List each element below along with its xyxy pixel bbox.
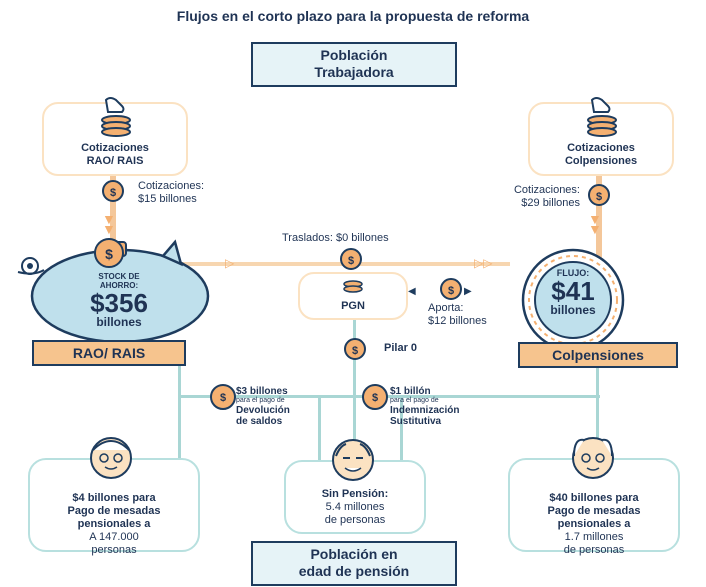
right-pension-line2: Pago de mesadas	[547, 505, 641, 517]
diagram-title: Flujos en el corto plazo para la propues…	[176, 8, 530, 24]
flujo-unit: billones	[550, 303, 596, 317]
devolucion-line1: Devolución	[236, 405, 290, 416]
left-pension-line1: $4 billones para	[72, 492, 156, 504]
poblacion-pension-box: Población en edad de pensión	[251, 541, 457, 586]
right-arrow-icon: ▷	[225, 256, 235, 270]
aporta-label: Aporta: $12 billones	[428, 302, 487, 328]
hand-coins-icon	[101, 97, 131, 137]
aporta-line1: Aporta:	[428, 302, 464, 314]
piggy-text: STOCK DE AHORRO: $356 billones	[64, 272, 174, 329]
devolucion-line2: de saldos	[236, 416, 283, 427]
elderly-face-icon	[90, 437, 132, 479]
coin-icon: $	[344, 338, 366, 360]
connector-right-h	[355, 395, 600, 398]
piggy-unit: billones	[96, 315, 142, 329]
connector-rao-down	[178, 364, 181, 464]
right-arrow-icon: ▶	[464, 286, 472, 297]
right-card-line1: Cotizaciones	[567, 142, 635, 154]
cotizaciones-rao-card: Cotizaciones RAO/ RAIS	[42, 97, 188, 176]
rao-rais-bar: RAO/ RAIS	[32, 340, 186, 366]
flujo-text: FLUJO: $41 billones	[528, 268, 618, 317]
cotizaciones-colpensiones-card: Cotizaciones Colpensiones	[528, 97, 674, 176]
coin-icon: $	[102, 180, 124, 202]
piggy-line1: STOCK DE	[98, 272, 140, 281]
coin-icon: $	[340, 248, 362, 270]
right-pension-line4: 1.7 millones	[564, 531, 624, 543]
right-flow-line1: Cotizaciones:	[513, 184, 580, 196]
coin-icon: $	[362, 384, 388, 410]
elderly-face-icon	[572, 437, 614, 479]
traslados-label: Traslados: $0 billones	[282, 232, 389, 244]
poblacion-trabajadora-box: Población Trabajadora	[251, 42, 457, 87]
mid-pension-line1: Sin Pensión:	[321, 488, 389, 500]
right-card-line2: Colpensiones	[564, 155, 638, 167]
left-pension-line3: pensionales a	[77, 518, 151, 530]
aporta-line2: $12 billones	[428, 315, 487, 327]
connector-left-top	[110, 172, 116, 260]
left-pension-line2: Pago de mesadas	[67, 505, 161, 517]
connector-colp-down	[596, 364, 599, 464]
piggy-line2: AHORRO:	[99, 281, 139, 290]
indemnizacion-small: para el pago de	[390, 397, 439, 404]
flujo-label: FLUJO:	[556, 268, 590, 278]
indemnizacion-line1: Indemnización	[390, 405, 460, 416]
right-pension-line3: pensionales a	[557, 518, 631, 530]
bottom-box-line1: Población en	[310, 546, 398, 562]
top-box-line2: Trabajadora	[314, 64, 394, 80]
connector-right-top	[596, 172, 602, 262]
pgn-card: PGN	[298, 272, 408, 320]
piggy-amount: $356	[90, 288, 148, 318]
indemnizacion-label: $1 billón para el pago de Indemnización …	[390, 386, 500, 427]
connector-devolucion-down	[318, 397, 321, 462]
left-flow-line2: $15 billones	[138, 193, 197, 205]
right-pension-line1: $40 billones para	[549, 492, 639, 504]
hand-coins-icon	[587, 97, 617, 137]
down-arrow-icon: ▼▼	[102, 211, 116, 237]
coin-icon: $	[588, 184, 610, 206]
left-flow-line1: Cotizaciones:	[138, 180, 205, 192]
right-flow-label: Cotizaciones: $29 billones	[484, 184, 580, 210]
left-pension-line5: personas	[91, 544, 137, 556]
right-flow-line2: $29 billones	[521, 197, 580, 209]
connector-left-h	[178, 395, 355, 398]
down-arrow-icon: ▼▼	[588, 211, 602, 237]
devolucion-amount: $3 billones	[236, 386, 288, 397]
devolucion-label: $3 billones para el pago de Devolución d…	[236, 386, 336, 427]
coin-icon: $	[210, 384, 236, 410]
connector-center-down	[353, 315, 356, 465]
devolucion-small: para el pago de	[236, 397, 285, 404]
pilar-label: Pilar 0	[384, 342, 418, 354]
left-arrow-icon: ◀	[408, 286, 416, 297]
elderly-face-icon	[332, 439, 374, 481]
connector-traslados	[150, 262, 510, 266]
mid-pension-line3: de personas	[324, 514, 386, 526]
connector-indemnizacion-down	[400, 397, 403, 462]
mid-pension-line2: 5.4 millones	[325, 501, 385, 513]
right-pension-line5: de personas	[563, 544, 625, 556]
colpensiones-bar: Colpensiones	[518, 342, 678, 368]
bottom-box-line2: edad de pensión	[298, 563, 410, 579]
coin-icon: $	[440, 278, 462, 300]
left-flow-label: Cotizaciones: $15 billones	[138, 180, 204, 206]
right-arrow-icon: ▷▷	[474, 256, 493, 270]
left-card-line1: Cotizaciones	[81, 142, 149, 154]
top-box-line1: Población	[320, 47, 388, 63]
left-pension-line4: A 147.000	[89, 531, 139, 543]
coins-stack-icon	[343, 280, 363, 293]
coin-icon: $	[94, 238, 124, 268]
indemnizacion-amount: $1 billón	[390, 386, 431, 397]
left-card-line2: RAO/ RAIS	[86, 155, 144, 167]
flujo-amount: $41	[551, 276, 595, 306]
pgn-label: PGN	[341, 300, 365, 312]
left-pension-card: $4 billones para Pago de mesadas pension…	[28, 458, 200, 556]
indemnizacion-line2: Sustitutiva	[390, 416, 442, 427]
